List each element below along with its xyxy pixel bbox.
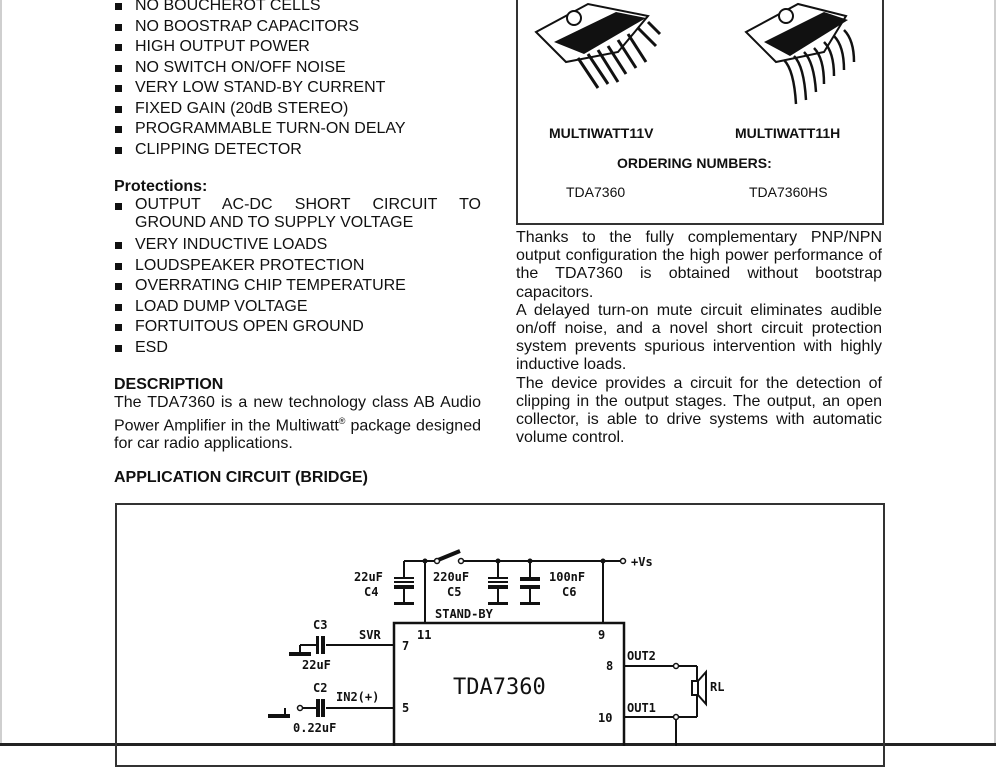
list-item: OVERRATING CHIP TEMPERATURE	[114, 276, 481, 297]
list-item: HIGH OUTPUT POWER	[114, 37, 481, 58]
list-item: FIXED GAIN (20dB STEREO)	[114, 99, 481, 120]
description-text: The TDA7360 is a new technology class AB…	[114, 394, 481, 453]
c5-value: 220uF	[433, 570, 469, 584]
out2-label: OUT2	[627, 649, 656, 663]
bullet-icon	[115, 344, 122, 352]
list-item: LOAD DUMP VOLTAGE	[114, 297, 481, 318]
package-illustrations	[534, 2, 856, 105]
protection-text: LOAD DUMP VOLTAGE	[135, 297, 308, 315]
pin-8: 8	[606, 659, 613, 673]
c2-label: C2	[313, 681, 327, 695]
left-column: NO BOUCHEROT CELLS NO BOOSTRAP CAPACITOR…	[114, 0, 481, 453]
bullet-icon	[115, 3, 122, 10]
list-item: OUTPUT AC-DC SHORT CIRCUIT TO GROUND AND…	[114, 196, 481, 232]
list-item: LOUDSPEAKER PROTECTION	[114, 256, 481, 277]
list-item: ESD	[114, 338, 481, 359]
protection-text: FORTUITOUS OPEN GROUND	[135, 318, 364, 335]
protections-heading: Protections:	[114, 178, 208, 195]
vs-label: +Vs	[631, 555, 653, 569]
feature-text: NO SWITCH ON/OFF NOISE	[135, 58, 346, 76]
protection-text: OVERRATING CHIP TEMPERATURE	[135, 277, 406, 294]
c3-value: 22uF	[302, 658, 331, 672]
bullet-icon	[115, 146, 122, 154]
protection-text: LOUDSPEAKER PROTECTION	[135, 256, 365, 274]
bullet-icon	[115, 203, 122, 210]
feature-text: PROGRAMMABLE TURN-ON DELAY	[135, 120, 406, 137]
right-text: Thanks to the fully complementary PNP/NP…	[516, 229, 882, 447]
bullet-icon	[115, 303, 122, 311]
bullet-icon	[115, 64, 122, 72]
feature-text: VERY LOW STAND-BY CURRENT	[135, 79, 386, 96]
protection-text: VERY INDUCTIVE LOADS	[135, 236, 328, 253]
protection-text: OUTPUT AC-DC SHORT CIRCUIT TO GROUND AND…	[135, 196, 481, 231]
pin-11: 11	[417, 628, 431, 642]
c5-label: C5	[447, 585, 461, 599]
feature-text: FIXED GAIN (20dB STEREO)	[135, 99, 349, 117]
application-circuit: 22uF C4 220uF C5 100nF C6 STAND-BY +Vs C…	[268, 549, 724, 746]
c6-label: C6	[562, 585, 576, 599]
page-left-edge	[0, 0, 2, 746]
svr-label: SVR	[359, 628, 381, 642]
description-heading: DESCRIPTION	[114, 376, 224, 393]
package-label-v: MULTIWATT11V	[549, 125, 654, 141]
bullet-icon	[115, 44, 122, 51]
description-part: The TDA7360 is a new technology class AB…	[114, 394, 481, 435]
list-item: NO BOUCHEROT CELLS	[114, 0, 481, 17]
list-item: FORTUITOUS OPEN GROUND	[114, 317, 481, 338]
c4-label: C4	[364, 585, 378, 599]
list-item: NO SWITCH ON/OFF NOISE	[114, 58, 481, 79]
pin-5: 5	[402, 701, 409, 715]
pin-7: 7	[402, 639, 409, 653]
bullet-icon	[115, 85, 122, 92]
features-list: NO BOUCHEROT CELLS NO BOOSTRAP CAPACITOR…	[114, 0, 481, 160]
application-heading: APPLICATION CIRCUIT (BRIDGE)	[114, 469, 368, 486]
c6-value: 100nF	[549, 570, 585, 584]
capacitor-plates	[268, 577, 540, 718]
list-item: PROGRAMMABLE TURN-ON DELAY	[114, 119, 481, 140]
c3-label: C3	[313, 618, 327, 632]
paragraph: A delayed turn-on mute circuit eliminate…	[516, 301, 882, 374]
list-item: VERY LOW STAND-BY CURRENT	[114, 78, 481, 99]
ordering-number-h: TDA7360HS	[749, 184, 828, 200]
ordering-number-v: TDA7360	[566, 184, 626, 200]
junction-dots	[422, 558, 606, 564]
in2-label: IN2(+)	[336, 690, 379, 704]
package-box: MULTIWATT11V MULTIWATT11H ORDERING NUMBE…	[516, 0, 884, 225]
chip-label: TDA7360	[453, 675, 546, 700]
feature-text: NO BOUCHEROT CELLS	[135, 0, 321, 14]
bullet-icon	[115, 242, 122, 249]
bullet-icon	[115, 283, 122, 290]
bullet-icon	[115, 23, 122, 31]
paragraph: Thanks to the fully complementary PNP/NP…	[516, 229, 882, 301]
list-item: VERY INDUCTIVE LOADS	[114, 235, 481, 256]
page-right-edge	[994, 0, 996, 746]
paragraph: The device provides a circuit for the de…	[516, 374, 882, 447]
rl-label: RL	[710, 680, 724, 694]
multiwatt-h-icon	[744, 2, 856, 105]
feature-text: HIGH OUTPUT POWER	[135, 38, 310, 55]
list-item: NO BOOSTRAP CAPACITORS	[114, 17, 481, 38]
multiwatt-v-icon	[534, 2, 662, 89]
c2-value: 0.22uF	[293, 721, 336, 735]
description-part: package designed for car radio applicati…	[114, 417, 482, 453]
feature-text: NO BOOSTRAP CAPACITORS	[135, 17, 360, 35]
pin-10: 10	[598, 711, 612, 725]
protections-list: OUTPUT AC-DC SHORT CIRCUIT TO GROUND AND…	[114, 196, 481, 358]
bullet-icon	[115, 324, 122, 331]
protection-text: ESD	[135, 338, 168, 356]
page-bottom-edge	[0, 743, 996, 746]
registered-mark: ®	[338, 416, 346, 426]
feature-text: CLIPPING DETECTOR	[135, 140, 302, 158]
bullet-icon	[115, 105, 122, 113]
standby-label: STAND-BY	[435, 607, 494, 621]
out1-label: OUT1	[627, 701, 656, 715]
bullet-icon	[115, 126, 122, 133]
terminal-dots	[296, 557, 680, 721]
pin-9: 9	[598, 628, 605, 642]
bullet-icon	[115, 262, 122, 270]
ordering-heading: ORDERING NUMBERS:	[617, 155, 772, 171]
c4-value: 22uF	[354, 570, 383, 584]
package-label-h: MULTIWATT11H	[735, 125, 841, 141]
list-item: CLIPPING DETECTOR	[114, 140, 481, 161]
